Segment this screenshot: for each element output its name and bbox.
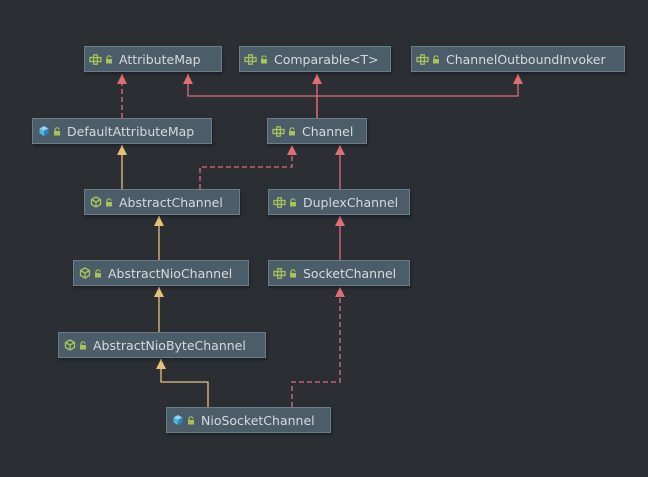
interface-icon xyxy=(273,196,286,209)
node-abstractniochannel[interactable]: AbstractNioChannel xyxy=(73,260,249,286)
node-label: AbstractChannel xyxy=(119,194,223,210)
node-niosocketchannel[interactable]: NioSocketChannel xyxy=(166,407,331,433)
node-socketchannel[interactable]: SocketChannel xyxy=(268,260,410,286)
lock-icon xyxy=(105,54,113,64)
node-attributemap[interactable]: AttributeMap xyxy=(84,46,222,72)
node-label: AbstractNioByteChannel xyxy=(93,337,246,353)
node-label: DefaultAttributeMap xyxy=(67,123,195,139)
lock-icon xyxy=(79,340,87,350)
node-channeloutboundinvoker[interactable]: ChannelOutboundInvoker xyxy=(411,46,625,72)
lock-icon xyxy=(53,126,61,136)
node-label: SocketChannel xyxy=(303,265,397,281)
interface-icon xyxy=(244,53,257,66)
node-label: Comparable<T> xyxy=(274,51,379,67)
lock-icon xyxy=(289,197,297,207)
node-abstractniobytechannel[interactable]: AbstractNioByteChannel xyxy=(58,332,266,358)
edge-channel-attributemap xyxy=(183,74,318,118)
node-duplexchannel[interactable]: DuplexChannel xyxy=(268,189,410,215)
class-icon xyxy=(171,414,184,427)
interface-icon xyxy=(272,125,285,138)
lock-icon xyxy=(187,415,195,425)
node-label: Channel xyxy=(302,123,354,139)
node-defaultattributemap[interactable]: DefaultAttributeMap xyxy=(32,118,212,144)
abstract-class-icon xyxy=(78,267,91,280)
lock-icon xyxy=(94,268,102,278)
node-label: ChannelOutboundInvoker xyxy=(446,51,606,67)
abstract-class-icon xyxy=(63,339,76,352)
node-label: AbstractNioChannel xyxy=(108,265,233,281)
interface-icon xyxy=(416,53,429,66)
edge-niosocketchannel-abstractniobytechannel xyxy=(156,359,209,407)
abstract-class-icon xyxy=(89,196,102,209)
class-icon xyxy=(37,125,50,138)
edge-abstractchannel-channel xyxy=(199,145,297,189)
node-label: AttributeMap xyxy=(119,51,201,67)
lock-icon xyxy=(432,54,440,64)
lock-icon xyxy=(260,54,268,64)
node-channel[interactable]: Channel xyxy=(267,118,367,144)
node-abstractchannel[interactable]: AbstractChannel xyxy=(84,189,240,215)
lock-icon xyxy=(105,197,113,207)
interface-icon xyxy=(89,53,102,66)
edge-niosocketchannel-socketchannel xyxy=(291,287,345,407)
node-label: NioSocketChannel xyxy=(201,412,315,428)
lock-icon xyxy=(289,268,297,278)
lock-icon xyxy=(288,126,296,136)
node-comparable[interactable]: Comparable<T> xyxy=(239,46,391,72)
edge-channel-channeloutboundinvoker xyxy=(317,74,523,97)
node-label: DuplexChannel xyxy=(303,194,399,210)
interface-icon xyxy=(273,267,286,280)
